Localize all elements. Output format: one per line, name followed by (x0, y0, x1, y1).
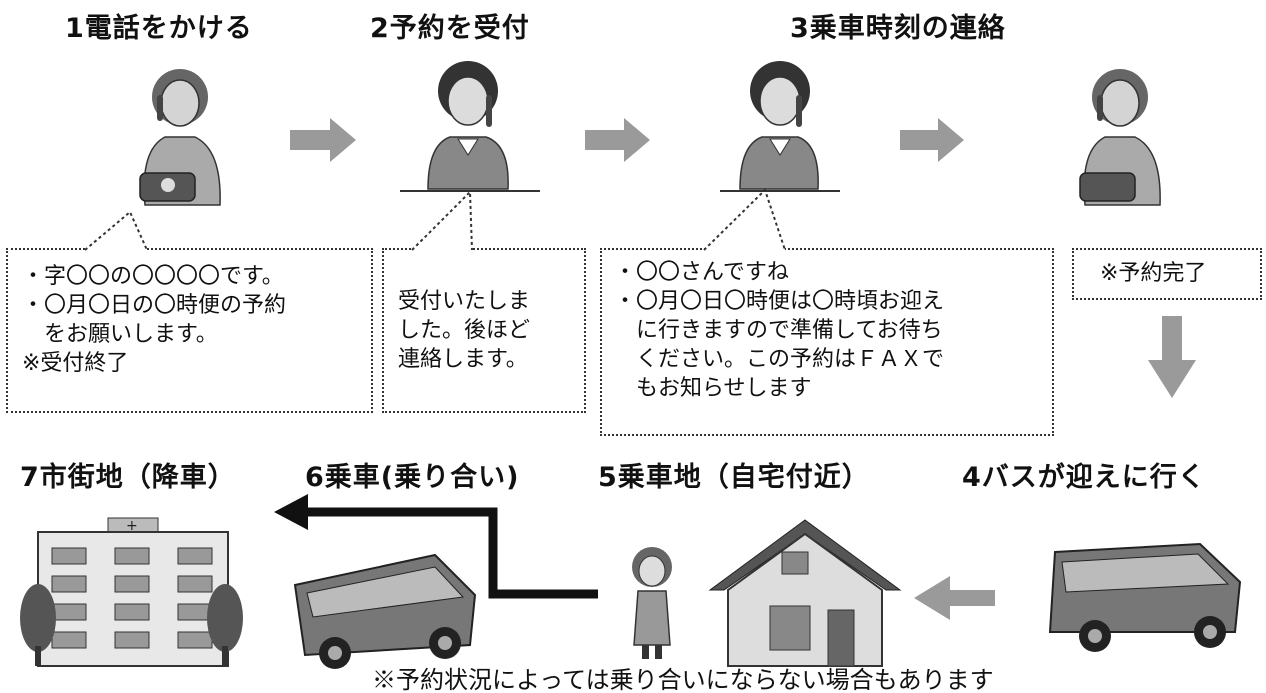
caller-woman-icon-2 (1079, 69, 1161, 206)
arrow-left-icon (914, 576, 995, 620)
bus-icon-2 (1048, 542, 1242, 652)
hospital-building-icon: + (20, 517, 243, 667)
step-7-heading: 7市街地（降車） (20, 462, 236, 493)
confirmation-speech-bubble (1072, 248, 1262, 300)
caller-woman-icon (139, 69, 221, 206)
svg-text:+: + (126, 518, 138, 534)
schedule-speech-text: ・〇〇さんですね ・〇月〇日〇時便は〇時頃お迎え に行きますので準備してお待ち … (614, 260, 945, 401)
arrow-right-3-icon (900, 118, 964, 162)
house-icon (708, 519, 902, 667)
caller-speech-text: ・字〇〇の〇〇〇〇です。 ・〇月〇日の〇時便の予約 をお願いします。 ※受付終了 (22, 264, 287, 376)
caller-speech-bubble (6, 248, 373, 413)
bus-icon (293, 553, 477, 669)
step-3-heading: 3乗車時刻の連絡 (790, 13, 1006, 44)
schedule-speech-bubble (600, 248, 1054, 436)
passenger-girl-icon (632, 547, 672, 659)
footnote-text: ※予約状況によっては乗り合いにならない場合もあります (372, 666, 994, 693)
arrow-right-1-icon (290, 118, 356, 162)
arrow-down-icon (1148, 316, 1196, 398)
step-5-heading: 5乗車地（自宅付近） (598, 462, 870, 493)
arrow-right-2-icon (585, 118, 650, 162)
step-4-heading: 4バスが迎えに行く (962, 462, 1206, 493)
confirmation-speech-text: ※予約完了 (1100, 261, 1207, 286)
receptionist-icon-2 (720, 61, 840, 192)
receptionist-speech-text: 受付いたしま した。後ほど 連絡します。 (398, 289, 531, 372)
receptionist-icon (400, 61, 540, 192)
receptionist-speech-bubble (382, 248, 586, 413)
step-1-heading: 1電話をかける (65, 13, 253, 44)
step-2-heading: 2予約を受付 (370, 13, 530, 44)
step-6-heading: 6乗車(乗り合い) (305, 462, 520, 493)
